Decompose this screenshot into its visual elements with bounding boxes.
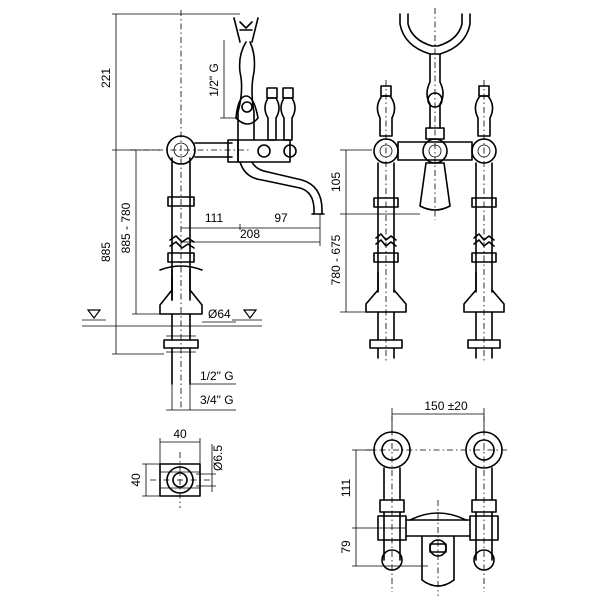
dim-111: 111 [205, 211, 224, 225]
dim-h40: 40 [129, 473, 143, 487]
side-view [82, 10, 325, 411]
floor-level-right-icon [242, 309, 258, 319]
dim-111-top: 111 [339, 479, 353, 498]
dim-208: 208 [240, 227, 260, 241]
dim-half-g-top: 1/2" G [207, 63, 221, 97]
top-view [352, 408, 508, 596]
front-view [340, 8, 505, 362]
dim-d6-5: Ø6.5 [211, 445, 225, 471]
dim-d64: Ø64 [208, 307, 231, 321]
dim-97: 97 [274, 211, 288, 225]
dim-885: 885 [99, 242, 113, 262]
dim-885-780: 885 - 780 [119, 202, 133, 253]
dim-150-20: 150 ±20 [424, 399, 468, 413]
dim-three-quarter-g: 3/4" G [200, 393, 234, 407]
dim-105: 105 [329, 172, 343, 192]
mount-detail [142, 438, 216, 508]
dim-221: 221 [99, 68, 113, 88]
dim-79: 79 [339, 540, 353, 554]
dim-780-675: 780 - 675 [329, 234, 343, 285]
dim-half-g: 1/2" G [200, 369, 234, 383]
dim-w40: 40 [173, 427, 187, 441]
floor-level-left-icon [86, 309, 102, 319]
